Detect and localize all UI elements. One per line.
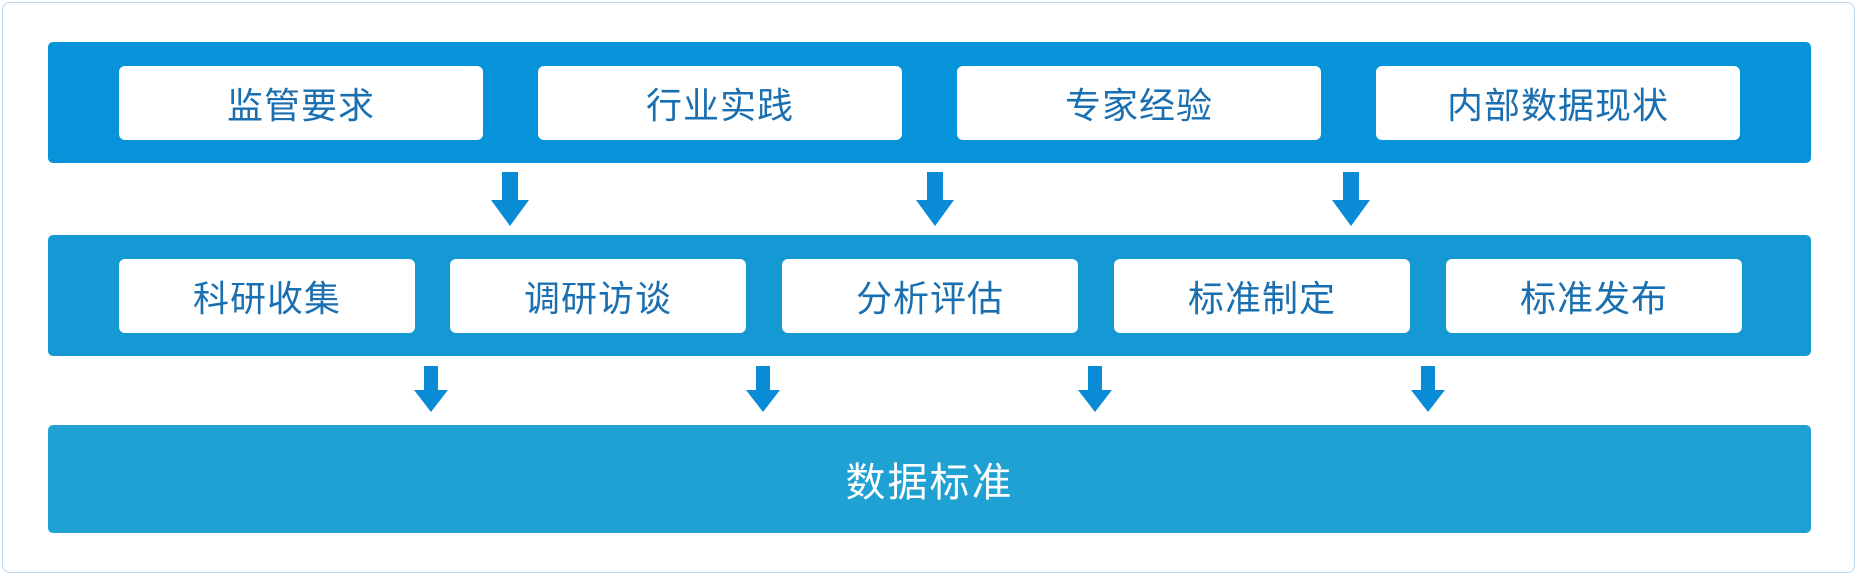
down-arrow-icon <box>916 172 954 226</box>
input-label-expert: 专家经验 <box>1064 86 1213 127</box>
down-arrow-icon <box>491 172 529 226</box>
process-label-formulation: 标准制定 <box>1187 279 1336 320</box>
process-label-analysis: 分析评估 <box>855 279 1004 320</box>
input-box-expert: 专家经验 <box>957 66 1321 140</box>
input-label-regulatory: 监管要求 <box>226 86 375 127</box>
process-box-formulation: 标准制定 <box>1114 259 1410 333</box>
result-label: 数据标准 <box>845 460 1014 506</box>
down-arrow-icon <box>1078 366 1112 412</box>
input-label-industry: 行业实践 <box>645 86 794 127</box>
process-label-publication: 标准发布 <box>1519 279 1668 320</box>
process-band: 科研收集 调研访谈 分析评估 标准制定 标准发布 <box>48 235 1811 356</box>
inputs-band: 监管要求 行业实践 专家经验 内部数据现状 <box>48 42 1811 163</box>
process-label-interview: 调研访谈 <box>523 279 672 320</box>
down-arrow-icon <box>414 366 448 412</box>
process-box-analysis: 分析评估 <box>782 259 1078 333</box>
input-box-internal-data: 内部数据现状 <box>1376 66 1740 140</box>
down-arrow-icon <box>746 366 780 412</box>
input-box-industry: 行业实践 <box>538 66 902 140</box>
input-box-regulatory: 监管要求 <box>119 66 483 140</box>
process-label-research: 科研收集 <box>192 279 341 320</box>
process-box-research: 科研收集 <box>119 259 415 333</box>
process-box-publication: 标准发布 <box>1446 259 1742 333</box>
input-label-internal-data: 内部数据现状 <box>1446 86 1669 127</box>
down-arrow-icon <box>1411 366 1445 412</box>
down-arrow-icon <box>1332 172 1370 226</box>
result-band: 数据标准 <box>48 425 1811 533</box>
process-box-interview: 调研访谈 <box>450 259 746 333</box>
